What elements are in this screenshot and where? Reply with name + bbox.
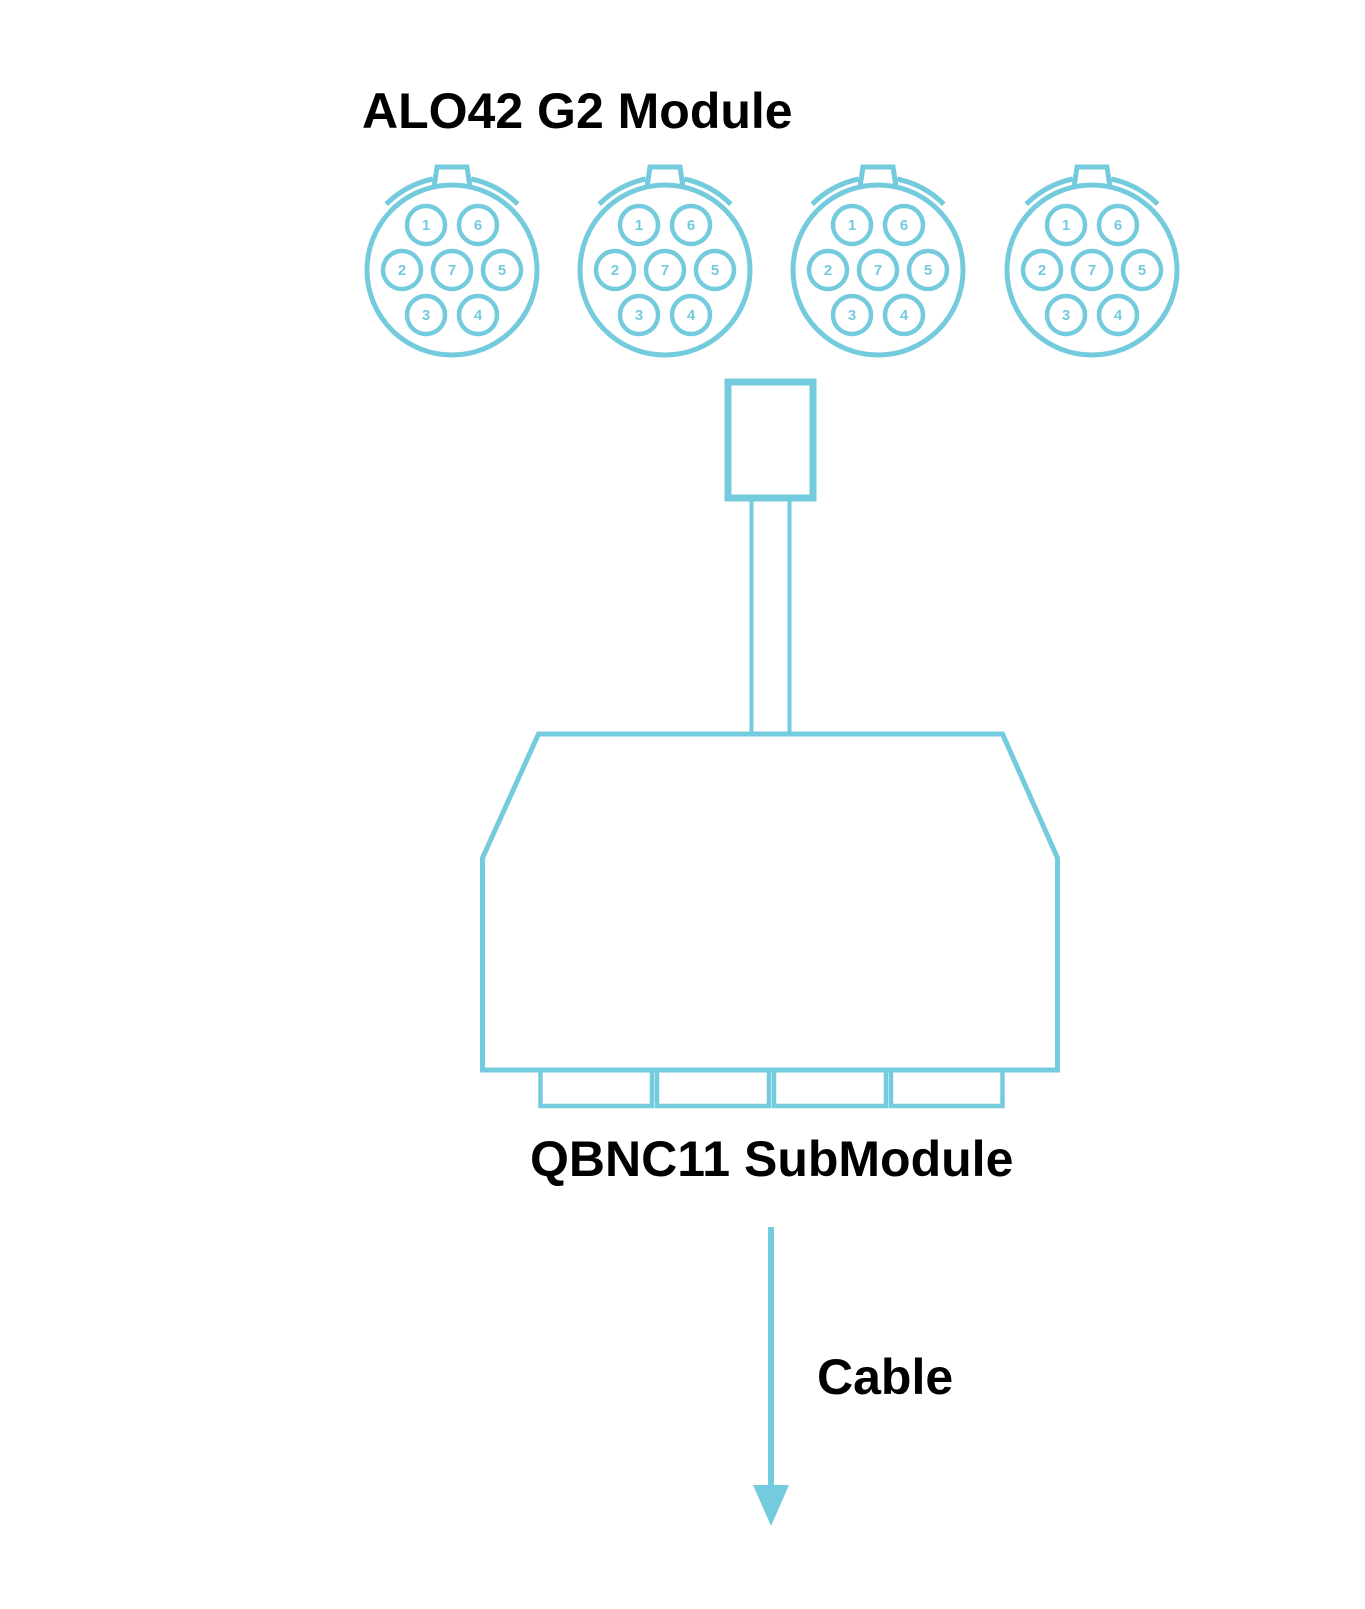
pin-number: 6 — [900, 217, 908, 234]
pin-number: 5 — [924, 262, 932, 279]
pin-number: 3 — [1062, 307, 1070, 324]
bnc-foot-2 — [654, 1070, 772, 1109]
pin-number: 1 — [1062, 217, 1070, 234]
connector-outline — [580, 167, 750, 355]
connector-3: 1 6 2 7 5 3 4 — [793, 167, 963, 355]
pin-number: 1 — [635, 217, 643, 234]
pin-number: 6 — [474, 217, 482, 234]
connector-4: 1 6 2 7 5 3 4 — [1007, 167, 1177, 355]
connector-2: 1 6 2 7 5 3 4 — [580, 167, 750, 355]
pin-number: 3 — [422, 307, 430, 324]
pin-number: 2 — [1038, 262, 1046, 279]
pin-number: 4 — [687, 307, 696, 324]
submodule-label: QBNC11 SubModule — [530, 1131, 1014, 1187]
pin-number: 4 — [1114, 307, 1123, 324]
pin-number: 1 — [422, 217, 430, 234]
pin-number: 2 — [824, 262, 832, 279]
pin-number: 7 — [448, 262, 456, 279]
pin-number: 4 — [900, 307, 909, 324]
pin-number: 3 — [848, 307, 856, 324]
pin-number: 1 — [848, 217, 856, 234]
pin-number: 7 — [874, 262, 882, 279]
connector-outline — [1007, 167, 1177, 355]
module-title: ALO42 G2 Module — [362, 83, 793, 139]
cable-arrow — [753, 1227, 789, 1526]
pin-number: 5 — [1138, 262, 1146, 279]
bnc-foot-1 — [538, 1070, 655, 1109]
cable-label: Cable — [817, 1349, 954, 1405]
pin-number: 6 — [687, 217, 695, 234]
connector-1: 1 6 2 7 5 3 4 — [367, 167, 537, 355]
pin-number: 5 — [711, 262, 719, 279]
bnc-foot-3 — [771, 1070, 889, 1109]
pin-number: 2 — [611, 262, 619, 279]
pin-number: 7 — [661, 262, 669, 279]
connector-outline — [367, 167, 537, 355]
pin-number: 5 — [498, 262, 506, 279]
bnc-foot-4 — [888, 1070, 1005, 1109]
plug-connector — [724, 378, 817, 502]
pin-number: 4 — [474, 307, 483, 324]
submodule-body — [480, 731, 1060, 1073]
pin-number: 2 — [398, 262, 406, 279]
pin-number: 7 — [1088, 262, 1096, 279]
connector-outline — [793, 167, 963, 355]
pin-number: 3 — [635, 307, 643, 324]
pin-number: 6 — [1114, 217, 1122, 234]
arrow-head — [753, 1485, 789, 1526]
